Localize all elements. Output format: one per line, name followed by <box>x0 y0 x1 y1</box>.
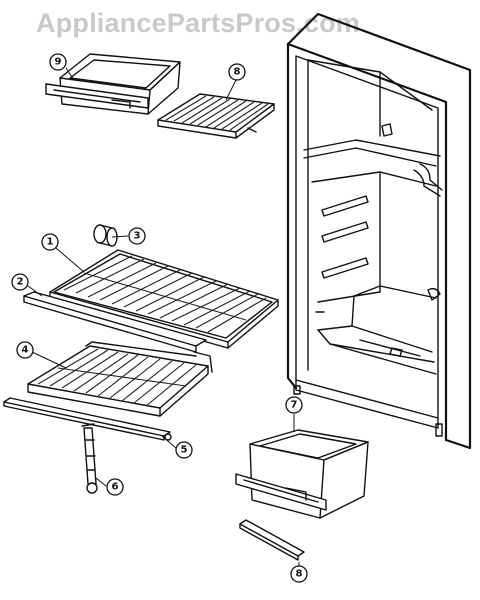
callout-8-upper: 8 <box>228 63 246 81</box>
callout-8-lower: 8 <box>290 565 308 583</box>
callout-7-label: 7 <box>291 400 298 411</box>
part-8-rod <box>239 519 305 561</box>
part-2-trim <box>23 291 207 353</box>
callout-3-label: 3 <box>134 231 141 242</box>
part-6-post <box>81 423 98 494</box>
callout-8-lower-label: 8 <box>296 569 303 580</box>
callout-2: 2 <box>11 273 29 291</box>
part-3-cap <box>93 224 118 247</box>
part-1-wire-shelf <box>49 249 279 349</box>
part-7-crisper <box>235 429 369 519</box>
callout-9-label: 9 <box>55 57 62 68</box>
callout-3: 3 <box>128 227 146 245</box>
callout-1-label: 1 <box>47 237 54 248</box>
callout-8-upper-label: 8 <box>234 67 241 78</box>
callout-2-label: 2 <box>17 277 24 288</box>
leader-lines <box>27 67 300 566</box>
part-4-shelf-assembly <box>27 341 213 417</box>
refrigerator-cabinet <box>286 12 472 450</box>
callout-5-label: 5 <box>181 445 188 456</box>
callout-4-label: 4 <box>22 345 29 356</box>
callout-4: 4 <box>16 341 34 359</box>
callout-5: 5 <box>175 441 193 459</box>
callout-9: 9 <box>49 53 67 71</box>
watermark-logo: AppliancePartsPros.com <box>36 8 361 38</box>
callout-6-label: 6 <box>112 482 119 493</box>
callout-1: 1 <box>41 233 59 251</box>
callout-7: 7 <box>285 396 303 414</box>
part-9-drawer <box>45 53 181 115</box>
part-8-shelf <box>157 93 275 139</box>
callout-6: 6 <box>106 478 124 496</box>
